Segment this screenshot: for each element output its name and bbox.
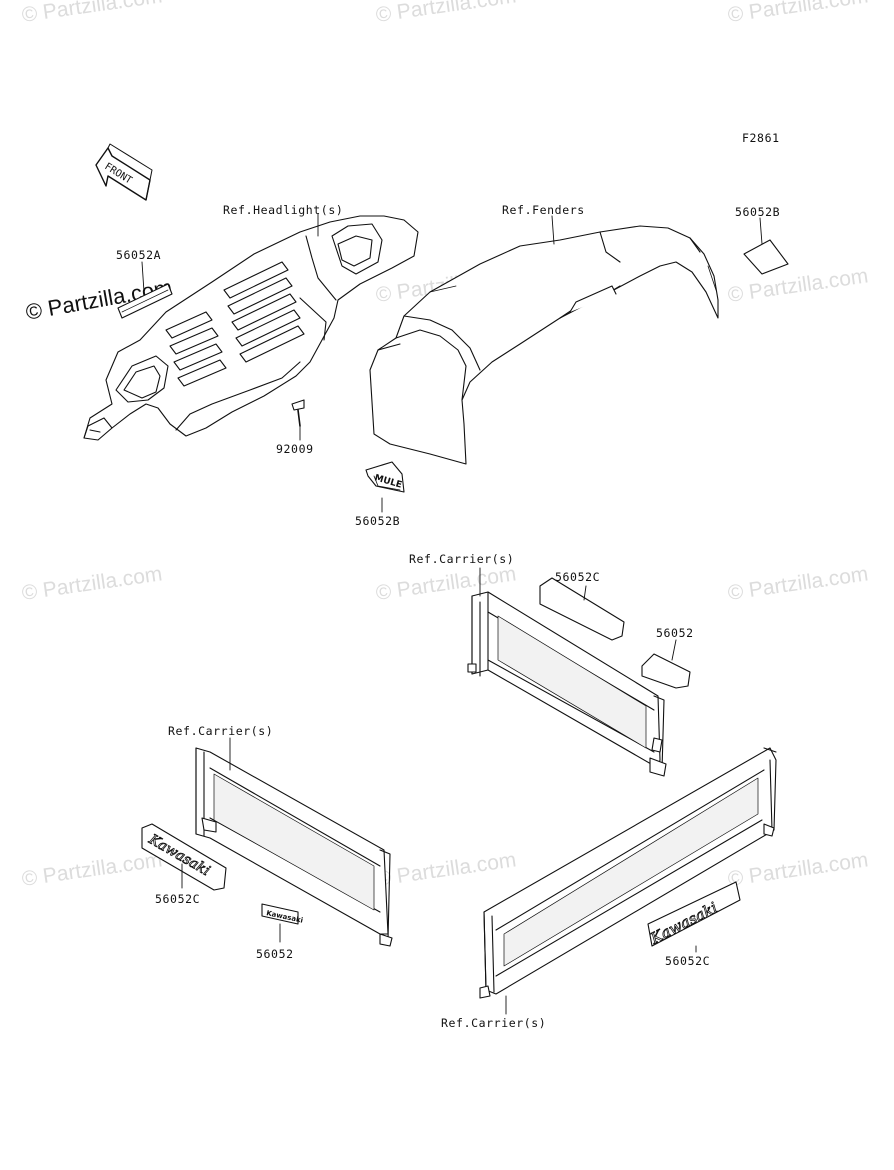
- callout-56052c-top[interactable]: 56052C: [555, 570, 601, 584]
- callout-ref-carrier-top[interactable]: Ref.Carrier(s): [409, 552, 515, 566]
- fender-assembly: [365, 225, 789, 493]
- callout-92009[interactable]: 92009: [276, 442, 314, 456]
- callout-ref-carrier-left[interactable]: Ref.Carrier(s): [168, 724, 274, 738]
- carrier-panel-upper: [467, 577, 691, 777]
- diagram-code: F2861: [742, 131, 780, 145]
- callout-56052-left[interactable]: 56052: [256, 947, 294, 961]
- front-arrow-icon: [95, 143, 153, 201]
- carrier-panel-left: [141, 747, 393, 947]
- leader-lines: [141, 213, 763, 1015]
- callout-56052b-bottom[interactable]: 56052B: [355, 514, 401, 528]
- callout-ref-fenders[interactable]: Ref.Fenders: [502, 203, 585, 217]
- callout-56052b-right[interactable]: 56052B: [735, 205, 781, 219]
- front-grille-assembly: [83, 215, 419, 441]
- callout-ref-carrier-bottom[interactable]: Ref.Carrier(s): [441, 1016, 547, 1030]
- callout-56052a[interactable]: 56052A: [116, 248, 162, 262]
- callout-56052c-left[interactable]: 56052C: [155, 892, 201, 906]
- carrier-panel-lower: [479, 747, 777, 999]
- callout-56052-top[interactable]: 56052: [656, 626, 694, 640]
- callout-ref-headlight[interactable]: Ref.Headlight(s): [223, 203, 344, 217]
- callout-56052c-right[interactable]: 56052C: [665, 954, 711, 968]
